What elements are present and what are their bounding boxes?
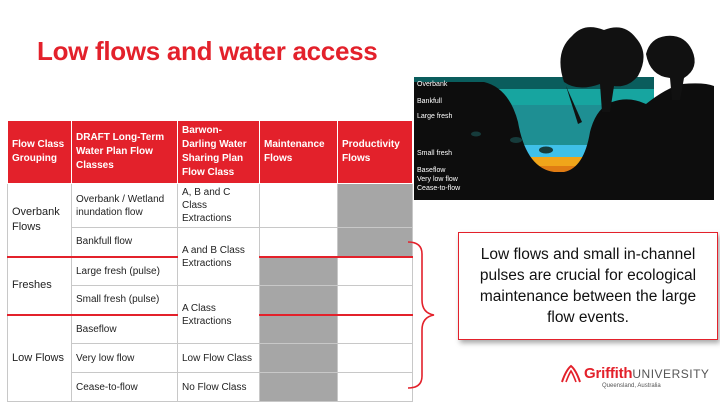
table-row: Freshes Large fresh (pulse) xyxy=(7,255,413,315)
callout-box: Low flows and small in-channel pulses ar… xyxy=(458,232,718,340)
table-header-row: Flow Class Grouping DRAFT Long-Term Wate… xyxy=(7,120,413,184)
header-productivity-flows: Productivity Flows xyxy=(337,120,413,184)
maintenance-cell-shaded xyxy=(259,285,338,315)
table-row: Low Flows Baseflow xyxy=(7,313,413,402)
maintenance-cell-shaded xyxy=(259,255,338,286)
ltwp-class-cell: Large fresh (pulse) xyxy=(71,255,178,286)
wsp-class-cell: A and B Class Extractions xyxy=(177,227,260,286)
productivity-cell xyxy=(337,372,413,402)
level-label-very-low-flow: Very low flow xyxy=(417,176,459,183)
productivity-cell xyxy=(337,285,413,315)
ltwp-class-cell: Very low flow xyxy=(71,343,178,373)
wsp-class-cell: A Class Extractions xyxy=(177,285,260,344)
table-row: Bankfull flow A and B Class Extractions xyxy=(8,227,413,286)
ltwp-class-cell: Baseflow xyxy=(71,313,178,344)
wsp-class-cell: A, B and C Class Extractions xyxy=(177,183,260,228)
logo-wordmark: GriffithUNIVERSITY xyxy=(584,365,709,382)
level-label-baseflow: Baseflow xyxy=(417,167,446,174)
header-maintenance-flows: Maintenance Flows xyxy=(259,120,338,184)
table-row: Very low flow Low Flow Class xyxy=(8,343,413,373)
logo-name-text: Griffith xyxy=(584,365,633,382)
flow-class-table: Flow Class Grouping DRAFT Long-Term Wate… xyxy=(7,120,413,402)
level-label-cease-to-flow: Cease-to-flow xyxy=(417,185,461,192)
table-row: Cease-to-flow No Flow Class xyxy=(8,372,413,402)
maintenance-cell xyxy=(259,183,338,228)
wsp-class-cell: Low Flow Class xyxy=(177,343,260,373)
group-low-flows: Low Flows xyxy=(7,313,72,402)
group-overbank-flows: Overbank Flows xyxy=(7,183,72,257)
level-label-small-fresh: Small fresh xyxy=(417,150,452,157)
productivity-cell-shaded xyxy=(337,183,413,228)
logo-subtitle: Queensland, Australia xyxy=(602,383,661,389)
level-label-large-fresh: Large fresh xyxy=(417,113,453,120)
maintenance-cell xyxy=(259,227,338,257)
table-row: Small fresh (pulse) A Class Extractions xyxy=(8,285,413,344)
productivity-cell-shaded xyxy=(337,227,413,257)
griffith-logo-icon xyxy=(561,364,581,383)
ltwp-class-cell: Cease-to-flow xyxy=(71,372,178,402)
level-label-overbank: Overbank xyxy=(417,81,448,88)
ltwp-class-cell: Overbank / Wetland inundation flow xyxy=(71,183,178,228)
productivity-cell xyxy=(337,343,413,373)
griffith-university-logo: GriffithUNIVERSITY Queensland, Australia xyxy=(560,362,710,396)
group-freshes: Freshes xyxy=(7,255,72,315)
productivity-cell xyxy=(337,255,413,286)
curly-brace-icon xyxy=(407,241,435,389)
table-row: Overbank Flows Overbank / Wetland inunda… xyxy=(7,183,413,257)
wsp-class-cell: No Flow Class xyxy=(177,372,260,402)
header-wsp-flow-class: Barwon-Darling Water Sharing Plan Flow C… xyxy=(177,120,260,184)
maintenance-cell-shaded xyxy=(259,372,338,402)
productivity-cell xyxy=(337,313,413,344)
maintenance-cell-shaded xyxy=(259,313,338,344)
ltwp-class-cell: Small fresh (pulse) xyxy=(71,285,178,315)
maintenance-cell-shaded xyxy=(259,343,338,373)
header-flow-class-grouping: Flow Class Grouping xyxy=(7,120,72,184)
river-cross-section-diagram: Overbank Bankfull Large fresh Small fres… xyxy=(414,27,714,200)
slide-title: Low flows and water access xyxy=(37,36,378,66)
ltwp-class-cell: Bankfull flow xyxy=(71,227,178,257)
logo-university-text: UNIVERSITY xyxy=(632,367,710,381)
level-label-bankfull: Bankfull xyxy=(417,98,442,105)
header-ltwp-flow-classes: DRAFT Long-Term Water Plan Flow Classes xyxy=(71,120,178,184)
